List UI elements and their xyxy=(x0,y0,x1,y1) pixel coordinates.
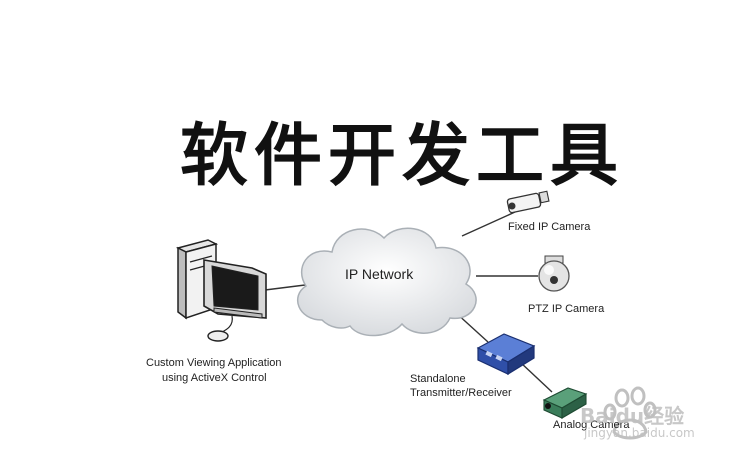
fixed-camera-icon xyxy=(506,190,550,214)
fixed-camera-label: Fixed IP Camera xyxy=(508,221,591,233)
transmitter-icon xyxy=(476,333,536,376)
client-label-line1: Custom Viewing Application xyxy=(146,357,282,369)
link-analog-camera xyxy=(519,361,553,393)
page-title: 软件开发工具 xyxy=(180,117,625,196)
network-cloud xyxy=(296,227,477,337)
baidu-paw-icon xyxy=(603,386,657,440)
transmitter-label-line1: Standalone xyxy=(410,373,466,385)
analog-camera-icon xyxy=(542,387,588,419)
ptz-camera-label: PTZ IP Camera xyxy=(528,303,605,315)
watermark-brand: Baidu经验 xyxy=(580,404,685,428)
watermark-url: jingyan.baidu.com xyxy=(584,426,695,440)
analog-camera-label: Analog Camera xyxy=(553,419,630,431)
workstation-icon xyxy=(175,239,267,342)
link-workstation xyxy=(264,284,306,291)
transmitter-label-line2: Transmitter/Receiver xyxy=(410,387,512,399)
ptz-camera-icon xyxy=(538,255,570,292)
link-fixed-camera xyxy=(461,211,516,237)
network-label: IP Network xyxy=(345,266,414,282)
client-label-line2: using ActiveX Control xyxy=(162,372,267,384)
